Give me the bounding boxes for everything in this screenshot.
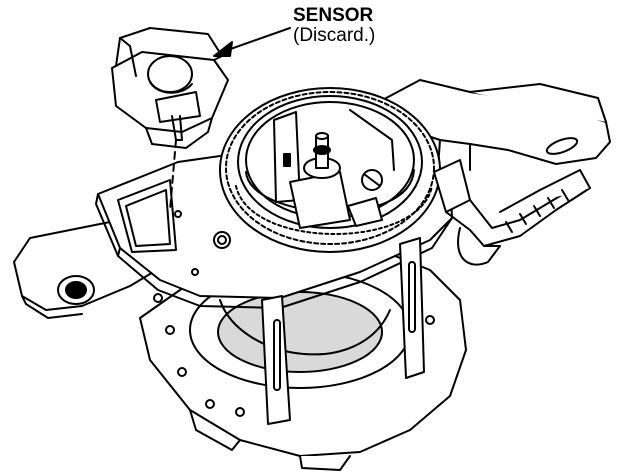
inner-mechanism bbox=[273, 109, 395, 229]
sensor-callout: SENSOR (Discard.) bbox=[293, 6, 375, 45]
callout-label: SENSOR bbox=[293, 5, 374, 26]
installation-guide-line bbox=[169, 139, 177, 211]
sensor-module bbox=[111, 27, 229, 149]
callout-note: (Discard.) bbox=[293, 25, 376, 46]
callout-leader-arrow bbox=[213, 27, 291, 57]
support-bracket bbox=[359, 79, 611, 171]
standoff-posts bbox=[261, 237, 425, 425]
wire-harness bbox=[433, 159, 591, 266]
